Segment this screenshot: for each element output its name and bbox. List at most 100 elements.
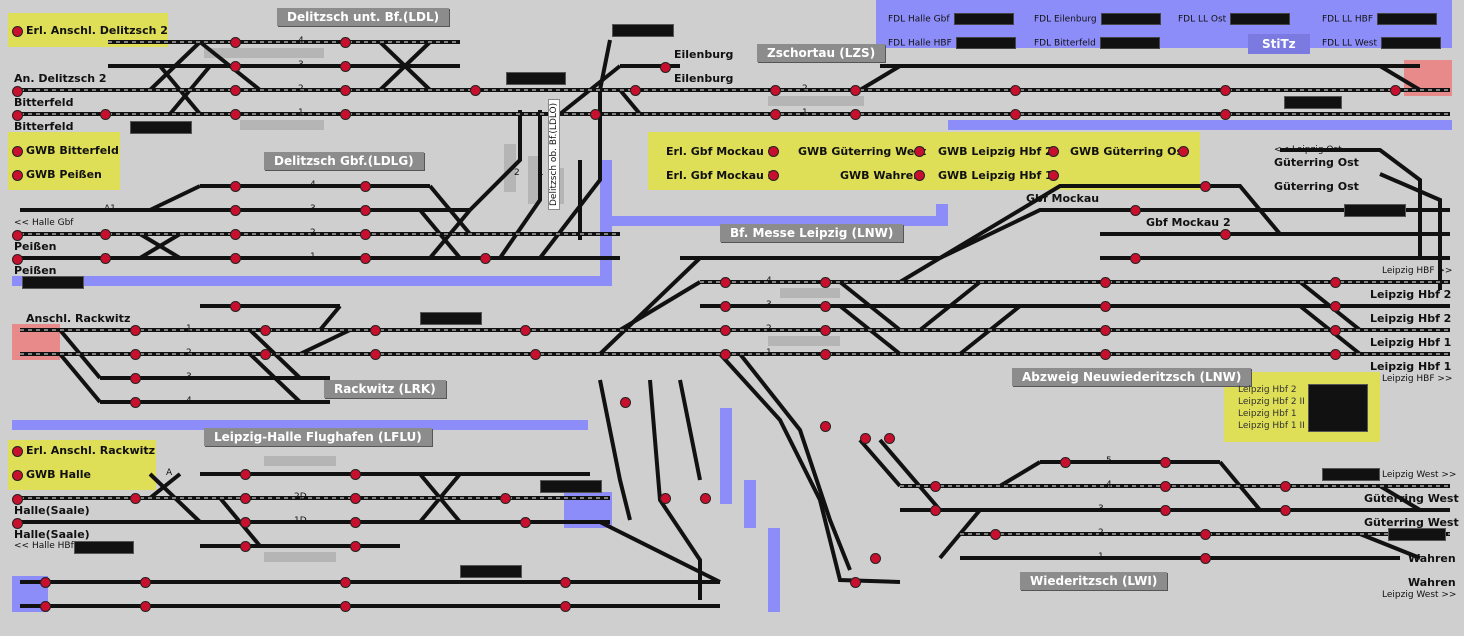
signal[interactable] [720,277,731,288]
signal[interactable] [470,85,481,96]
signal[interactable] [1220,109,1231,120]
signal[interactable] [100,253,111,264]
signal[interactable] [230,85,241,96]
signal[interactable] [770,109,781,120]
signal[interactable] [1330,349,1341,360]
signal[interactable] [1010,109,1021,120]
signal-lamp[interactable] [12,470,23,481]
lhbf-row[interactable]: Leipzig Hbf 1 [1238,409,1297,419]
signal[interactable] [100,109,111,120]
station-lwi[interactable]: Wiederitzsch (LWI) [1020,572,1168,590]
train-display[interactable] [1344,204,1406,217]
signal[interactable] [340,85,351,96]
signal-lamp[interactable] [12,110,23,121]
stitz-button[interactable]: StiTz [1248,34,1310,54]
signal-lamp[interactable] [12,86,23,97]
signal[interactable] [230,109,241,120]
signal[interactable] [230,37,241,48]
signal[interactable] [850,85,861,96]
signal-lamp[interactable] [12,446,23,457]
signal[interactable] [230,301,241,312]
signal[interactable] [230,61,241,72]
signal[interactable] [360,205,371,216]
signal[interactable] [1130,253,1141,264]
signal[interactable] [340,601,351,612]
signal[interactable] [1220,229,1231,240]
signal[interactable] [530,349,541,360]
signal[interactable] [40,601,51,612]
signal[interactable] [100,229,111,240]
signal[interactable] [340,109,351,120]
signal[interactable] [990,529,1001,540]
signal[interactable] [1130,205,1141,216]
signal[interactable] [500,493,511,504]
signal[interactable] [340,577,351,588]
signal[interactable] [870,553,881,564]
train-display[interactable] [1322,468,1380,481]
signal[interactable] [340,61,351,72]
signal[interactable] [770,85,781,96]
signal[interactable] [1100,277,1111,288]
signal[interactable] [1200,553,1211,564]
signal[interactable] [230,229,241,240]
signal[interactable] [480,253,491,264]
fdl-ll-ost[interactable]: FDL LL Ost [1178,13,1291,25]
station-ldl[interactable]: Delitzsch unt. Bf.(LDL) [277,8,450,26]
signal[interactable] [820,277,831,288]
train-display[interactable] [1388,528,1446,541]
signal-lamp[interactable] [914,170,925,181]
signal[interactable] [1100,349,1111,360]
signal-lamp[interactable] [660,62,671,73]
signal[interactable] [820,349,831,360]
train-display[interactable] [130,121,192,134]
fdl-halle-hbf[interactable]: FDL Halle HBF [888,37,1016,49]
train-display[interactable] [74,541,134,554]
signal[interactable] [1200,181,1211,192]
signal[interactable] [350,517,361,528]
signal[interactable] [630,85,641,96]
signal-lamp[interactable] [12,230,23,241]
signal[interactable] [130,325,141,336]
signal[interactable] [230,205,241,216]
signal[interactable] [1220,85,1231,96]
signal[interactable] [660,493,671,504]
lhbf-row[interactable]: Leipzig Hbf 2 II [1238,397,1305,407]
signal[interactable] [140,577,151,588]
signal-lamp[interactable] [1048,146,1059,157]
signal-lamp[interactable] [768,170,779,181]
station-lnw-messe[interactable]: Bf. Messe Leipzig (LNW) [720,224,904,242]
signal[interactable] [1330,325,1341,336]
station-lrk[interactable]: Rackwitz (LRK) [324,380,446,398]
signal[interactable] [820,325,831,336]
signal[interactable] [520,517,531,528]
train-display[interactable] [22,276,84,289]
signal[interactable] [1330,301,1341,312]
signal[interactable] [40,577,51,588]
signal[interactable] [130,493,141,504]
signal-lamp[interactable] [1048,170,1059,181]
signal[interactable] [350,541,361,552]
train-display[interactable] [1284,96,1342,109]
fdl-bitterfeld[interactable]: FDL Bitterfeld [1034,37,1160,49]
signal[interactable] [884,433,895,444]
station-lnw-abzw[interactable]: Abzweig Neuwiederitzsch (LNW) [1012,368,1252,386]
station-ldlg[interactable]: Delitzsch Gbf.(LDLG) [264,152,424,170]
signal[interactable] [1200,529,1211,540]
signal[interactable] [560,601,571,612]
fdl-ll-hbf[interactable]: FDL LL HBF [1322,13,1437,25]
signal-lamp[interactable] [768,146,779,157]
lhbf-row[interactable]: Leipzig Hbf 1 II [1238,421,1305,431]
signal-lamp[interactable] [12,146,23,157]
signal[interactable] [1280,481,1291,492]
signal[interactable] [130,373,141,384]
signal[interactable] [850,109,861,120]
signal[interactable] [360,181,371,192]
signal[interactable] [1060,457,1071,468]
signal-lamp[interactable] [12,26,23,37]
signal[interactable] [340,37,351,48]
signal[interactable] [360,229,371,240]
signal[interactable] [560,577,571,588]
signal[interactable] [930,481,941,492]
signal[interactable] [930,505,941,516]
signal[interactable] [230,181,241,192]
